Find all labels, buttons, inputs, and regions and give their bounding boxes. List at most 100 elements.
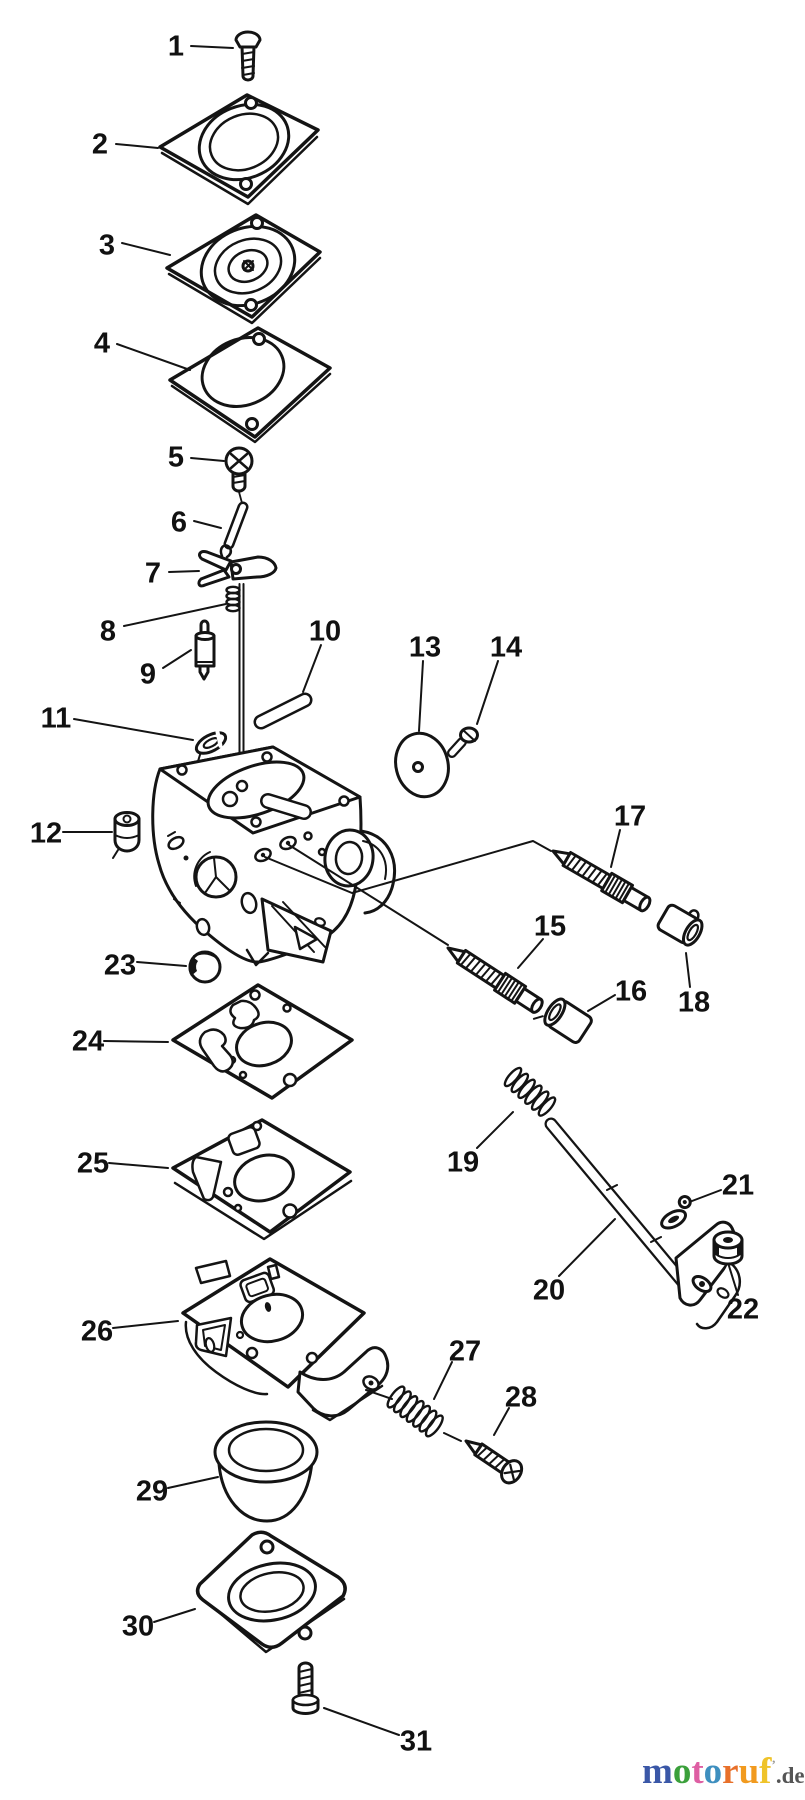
part-spring-27 [365, 1385, 462, 1442]
part-cap-16 [532, 997, 593, 1044]
callout-27-label: 27 [449, 1335, 481, 1367]
callout-14-leader [476, 660, 499, 725]
callout-24-leader [103, 1040, 169, 1043]
callout-3-label: 3 [99, 229, 115, 261]
callout-20-leader [558, 1218, 616, 1277]
callout-23-label: 23 [104, 949, 136, 981]
part-needle-17 [551, 849, 652, 913]
callout-25-leader [108, 1162, 169, 1169]
watermark-letter: r [722, 1751, 739, 1792]
callout-10-leader [302, 644, 322, 693]
callout-6-label: 6 [171, 506, 187, 538]
callout-19-leader [476, 1111, 514, 1149]
watermark-logo: motoruf’.de [642, 1750, 805, 1796]
callout-7-label: 7 [145, 557, 161, 589]
callout-15-leader [517, 938, 544, 969]
part-pump-body-26 [181, 1257, 390, 1422]
callout-23-leader [136, 961, 187, 967]
callout-5-label: 5 [168, 441, 184, 473]
part-diaphragm-24 [171, 983, 354, 1100]
callout-22-leader [728, 1265, 739, 1296]
callout-9-label: 9 [140, 658, 156, 690]
part-pin-6 [223, 501, 249, 550]
callout-16-leader [587, 994, 616, 1012]
watermark-tm-mark: ’ [771, 1757, 776, 1772]
callout-1-label: 1 [168, 30, 184, 62]
part-clip-21 [660, 1195, 692, 1230]
part-gasket-25 [171, 1118, 353, 1241]
part-cap-18 [656, 903, 704, 947]
part-spring-8 [225, 585, 241, 613]
part-screw-31 [291, 1661, 320, 1715]
callout-25-label: 25 [77, 1147, 109, 1179]
callout-11-label: 11 [41, 702, 72, 734]
watermark-letter: f [759, 1751, 772, 1792]
callout-20-label: 20 [533, 1274, 565, 1306]
callout-17-leader [610, 829, 621, 868]
callout-31-leader [323, 1707, 400, 1736]
part-cover-plate-2 [158, 93, 320, 206]
callout-4-label: 4 [94, 327, 110, 359]
part-screw-28 [464, 1439, 524, 1485]
part-valve-12 [112, 811, 141, 859]
part-clip-11 [194, 729, 228, 763]
callout-24-label: 24 [72, 1025, 104, 1057]
callout-7-leader [168, 570, 200, 573]
callout-17-label: 17 [614, 800, 646, 832]
watermark-letter: u [738, 1751, 760, 1792]
part-carburetor-body [151, 745, 396, 967]
callout-3-leader [121, 242, 171, 256]
part-screw-5 [224, 446, 254, 504]
watermark-letter: t [691, 1751, 704, 1792]
part-plunger-9 [194, 619, 216, 681]
callout-5-leader [190, 457, 225, 462]
part-spring-19 [503, 1066, 557, 1117]
reference-line-high-speed-needle [264, 840, 552, 894]
callout-9-leader [162, 649, 192, 669]
watermark-suffix: .de [775, 1763, 805, 1788]
callout-2-leader [115, 143, 159, 149]
callout-26-label: 26 [81, 1315, 113, 1347]
part-screw-14 [447, 726, 479, 758]
part-disc-13 [394, 731, 450, 799]
callout-14-label: 14 [490, 631, 522, 663]
callout-12-label: 12 [30, 817, 62, 849]
reference-line-low-speed-needle [288, 844, 449, 946]
part-diaphragm-plate-3 [165, 213, 322, 325]
part-screw-1 [234, 30, 262, 82]
part-flange-gasket-30 [195, 1530, 347, 1654]
callout-15-label: 15 [534, 910, 566, 942]
callout-31-label: 31 [400, 1725, 432, 1757]
watermark-letter: o [672, 1751, 692, 1792]
part-primer-cup-29 [213, 1420, 319, 1523]
callout-1-leader [190, 45, 234, 49]
callout-26-leader [112, 1320, 179, 1329]
callout-10-label: 10 [309, 615, 341, 647]
callout-13-leader [418, 660, 424, 732]
callout-21-leader [691, 1189, 722, 1202]
watermark-letter: o [703, 1751, 723, 1792]
part-needle-15 [446, 946, 544, 1014]
callout-4-leader [116, 343, 191, 371]
callout-28-label: 28 [505, 1381, 537, 1413]
callout-30-label: 30 [122, 1610, 154, 1642]
callout-30-leader [153, 1608, 196, 1623]
part-pin-10 [253, 692, 313, 730]
part-plug-23 [188, 950, 222, 984]
callout-6-leader [193, 520, 222, 529]
callout-19-label: 19 [447, 1146, 479, 1178]
callout-22-label: 22 [727, 1293, 759, 1325]
callout-18-leader [685, 952, 691, 988]
callout-11-leader [73, 718, 194, 741]
callout-18-label: 18 [678, 986, 710, 1018]
part-gasket-4 [168, 326, 332, 444]
callout-27-leader [433, 1361, 453, 1400]
callout-29-leader [167, 1476, 219, 1489]
part-nut-22 [712, 1230, 744, 1266]
callout-13-label: 13 [409, 631, 441, 663]
callout-8-label: 8 [100, 615, 116, 647]
callout-28-leader [493, 1407, 510, 1436]
